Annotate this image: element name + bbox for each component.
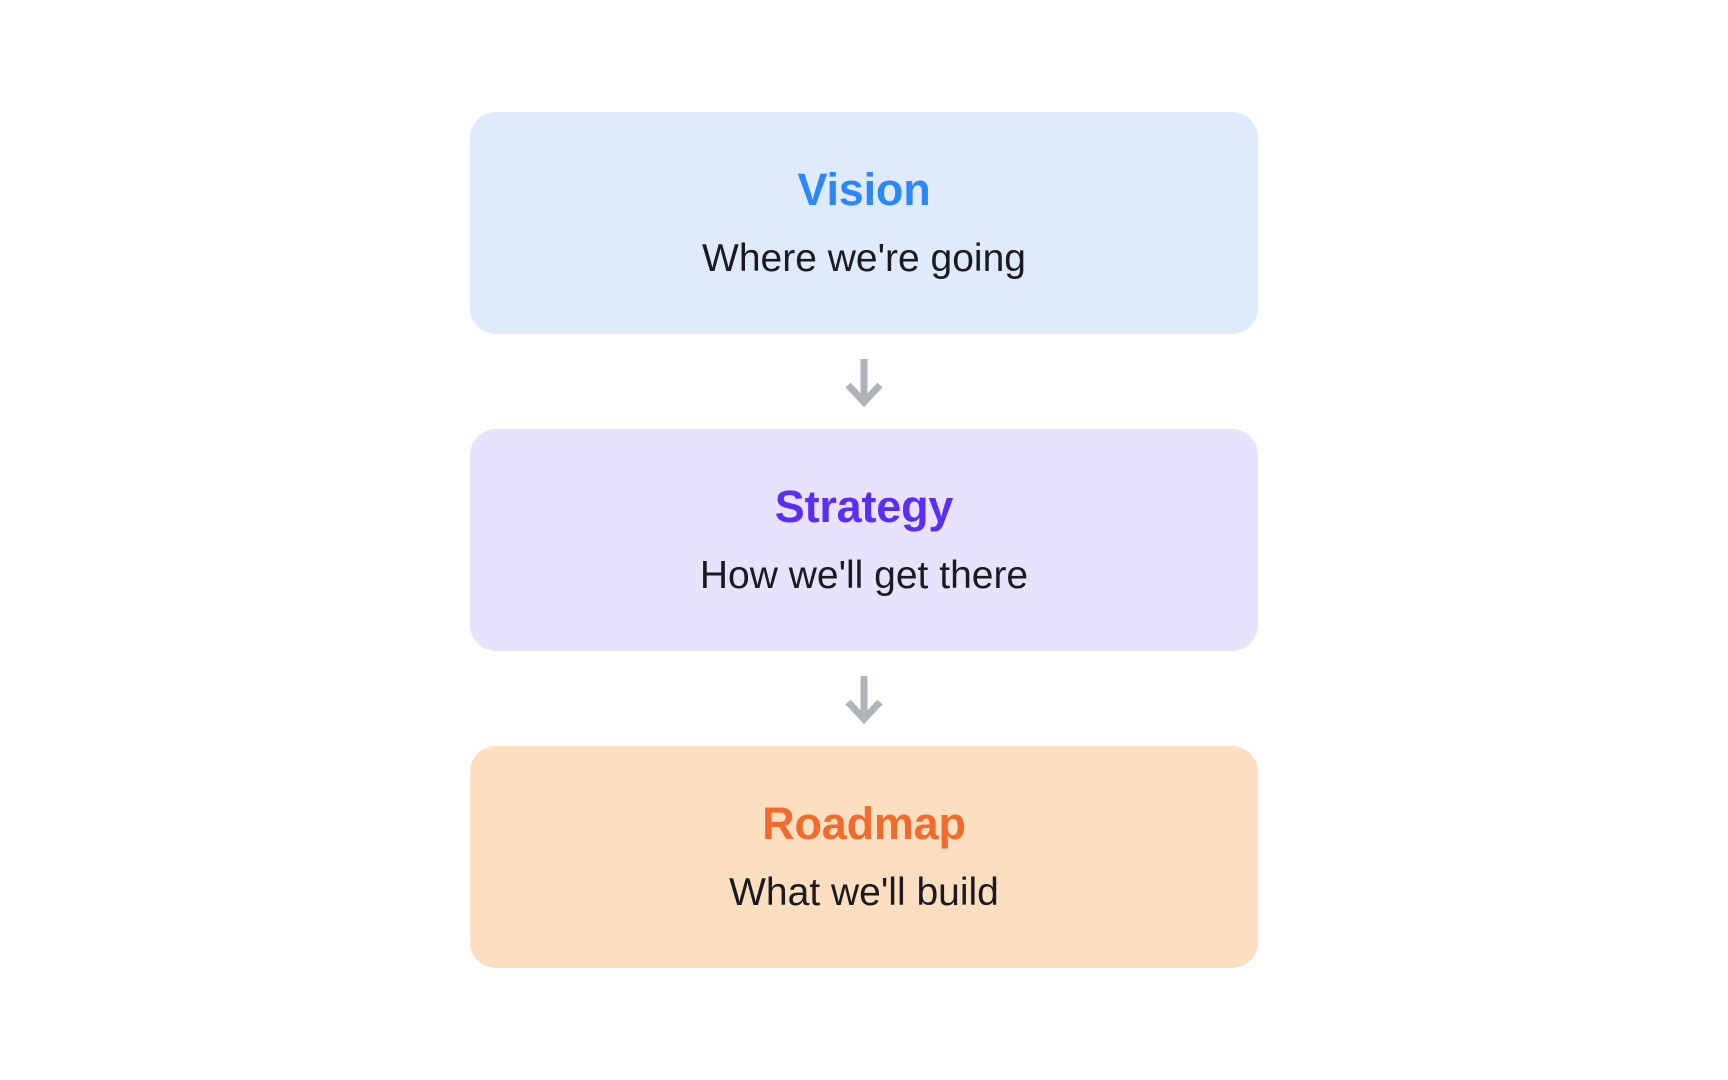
flow-step-roadmap-subtitle: What we'll build xyxy=(729,871,999,915)
flow-diagram: Vision Where we're going Strategy How we… xyxy=(470,112,1258,968)
flow-step-roadmap-title: Roadmap xyxy=(762,797,966,849)
flow-step-vision[interactable]: Vision Where we're going xyxy=(470,112,1258,334)
arrow-down-icon xyxy=(843,673,885,725)
flow-step-vision-title: Vision xyxy=(797,163,931,215)
flow-step-strategy-title: Strategy xyxy=(774,480,954,532)
flow-connector-strategy-to-roadmap xyxy=(843,651,885,746)
arrow-down-icon xyxy=(843,356,885,408)
flow-step-strategy[interactable]: Strategy How we'll get there xyxy=(470,429,1258,651)
flow-step-strategy-subtitle: How we'll get there xyxy=(699,554,1029,598)
flow-step-roadmap[interactable]: Roadmap What we'll build xyxy=(470,746,1258,968)
flow-connector-vision-to-strategy xyxy=(843,334,885,429)
flow-step-vision-subtitle: Where we're going xyxy=(702,237,1026,281)
